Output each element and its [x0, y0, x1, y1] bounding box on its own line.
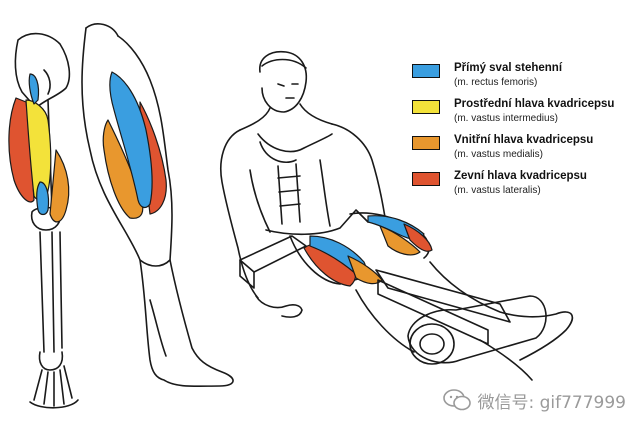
watermark: 微信号: gif777999 [443, 387, 626, 413]
left-leg-muscles [8, 73, 70, 223]
legend-latin-label: (m. rectus femoris) [454, 77, 538, 88]
legend-label: Zevní hlava kvadricepsu [454, 170, 587, 182]
standing-leg-muscles [102, 71, 167, 219]
muscle-legend: Přímý sval stehenní (m. rectus femoris) … [412, 60, 634, 204]
legend-latin-label: (m. vastus medialis) [454, 149, 543, 160]
watermark-text: 微信号: gif777999 [477, 392, 626, 413]
legend-item-vastus-medialis: Vnitřní hlava kvadricepsu (m. vastus med… [412, 132, 634, 168]
seated-man-muscles [303, 215, 433, 287]
leg-extension-machine [239, 235, 547, 365]
seated-man-figure [220, 50, 574, 381]
legend-latin-label: (m. vastus lateralis) [454, 185, 541, 196]
legend-label: Přímý sval stehenní [454, 62, 563, 74]
legend-swatch [412, 64, 440, 78]
standing-leg-figure [81, 23, 234, 388]
legend-item-rectus-femoris: Přímý sval stehenní (m. rectus femoris) [412, 60, 634, 96]
skeleton-leg-figure [14, 32, 79, 409]
legend-item-vastus-lateralis: Zevní hlava kvadricepsu (m. vastus later… [412, 168, 634, 204]
legend-swatch [412, 172, 440, 186]
legend-swatch [412, 136, 440, 150]
legend-swatch [412, 100, 440, 114]
legend-label: Vnitřní hlava kvadricepsu [454, 134, 594, 146]
wechat-icon [443, 389, 472, 411]
legend-latin-label: (m. vastus intermedius) [454, 113, 558, 124]
legend-item-vastus-intermedius: Prostřední hlava kvadricepsu (m. vastus … [412, 96, 634, 132]
legend-label: Prostřední hlava kvadricepsu [454, 98, 615, 110]
